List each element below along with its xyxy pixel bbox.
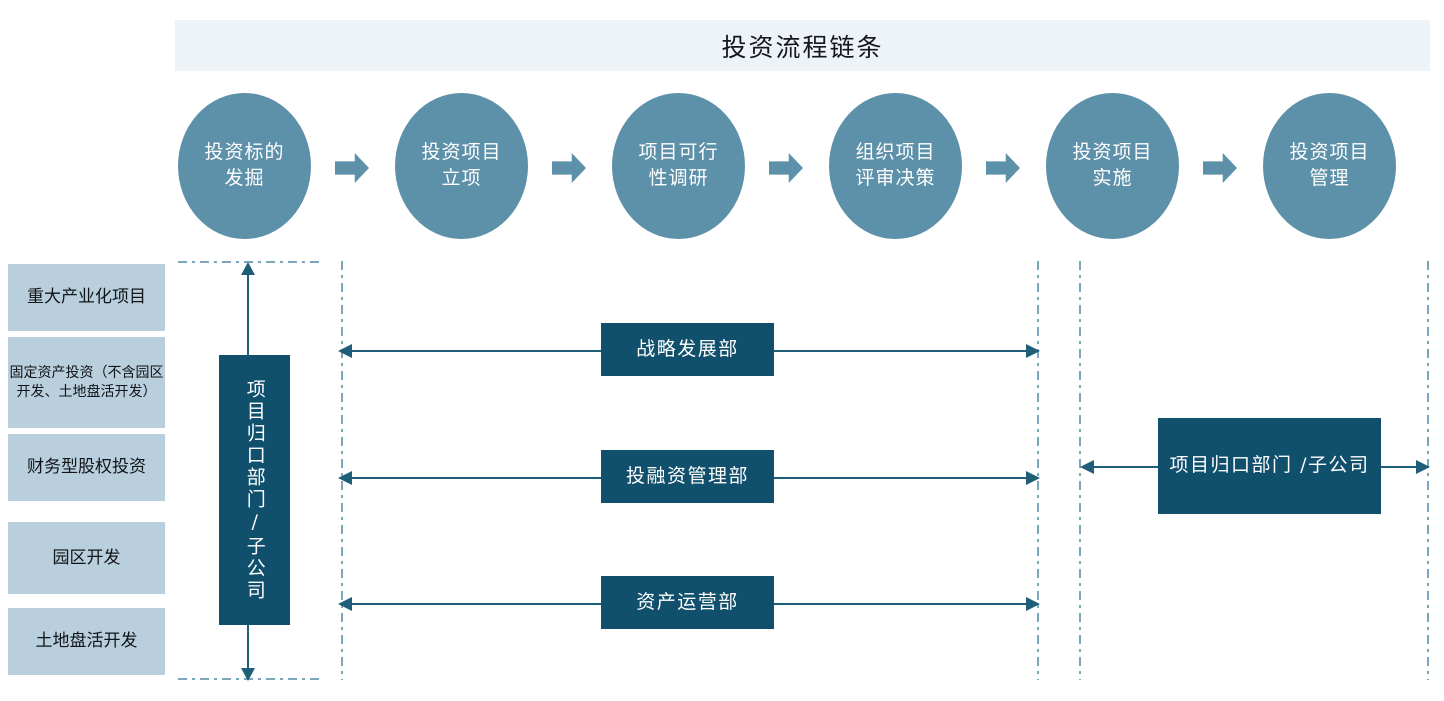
dept-row-2-line-right — [774, 477, 1032, 479]
process-step-2-line2: 立项 — [441, 167, 482, 189]
dept-row-1-arrowhead-right-icon — [1026, 344, 1040, 358]
right-owner-box: 项目归口部门 /子公司 — [1158, 418, 1381, 514]
process-step-6: 投资项目 管理 — [1263, 93, 1396, 239]
dept-row-2-arrowhead-left-icon — [338, 471, 352, 485]
process-step-6-line2: 管理 — [1309, 167, 1350, 189]
process-step-1-line2: 发掘 — [224, 167, 265, 189]
lane-divider-rail-1 — [341, 261, 343, 680]
owner-vertical-box-label-sub: /子公司 — [243, 510, 266, 602]
right-owner-arrowhead-left-icon — [1080, 460, 1094, 474]
right-block-arrow-icon-2 — [552, 153, 586, 183]
process-step-3-line1: 项目可行 — [638, 141, 719, 164]
dept-box-1: 战略发展部 — [601, 323, 774, 376]
owner-vertical-box-label-main: 项目归口部门 — [243, 378, 266, 511]
right-block-arrow-icon-5 — [1203, 153, 1237, 183]
lane-divider-rail-2 — [1037, 261, 1039, 680]
process-step-4-line1: 组织项目 — [855, 141, 936, 164]
process-step-5-line1: 投资项目 — [1072, 141, 1153, 164]
right-owner-arrowhead-right-icon — [1416, 460, 1430, 474]
dept-row-1-arrowhead-left-icon — [338, 344, 352, 358]
owner-down-line — [247, 625, 249, 675]
right-block-arrow-icon-1 — [335, 153, 369, 183]
process-step-5-line2: 实施 — [1092, 167, 1133, 189]
category-box-4: 园区开发 — [8, 522, 165, 594]
owner-up-line — [247, 272, 249, 357]
right-owner-line-out — [1381, 466, 1427, 468]
process-step-3-line2: 性调研 — [648, 167, 709, 189]
dept-row-2-line-left — [348, 477, 603, 479]
process-step-2: 投资项目 立项 — [395, 93, 528, 239]
process-step-4-line2: 评审决策 — [855, 167, 936, 189]
process-step-1: 投资标的 发掘 — [178, 93, 311, 239]
owner-up-arrowhead-icon — [241, 262, 255, 275]
category-box-2: 固定资产投资（不含园区开发、土地盘活开发） — [8, 337, 165, 428]
dept-row-3-line-left — [348, 603, 603, 605]
right-owner-box-line2: /子公司 — [1300, 454, 1370, 477]
page-title: 投资流程链条 — [721, 32, 884, 62]
dept-row-3-arrowhead-right-icon — [1026, 597, 1040, 611]
page-title-band: 投资流程链条 — [175, 20, 1430, 71]
process-step-3: 项目可行 性调研 — [612, 93, 745, 239]
owner-down-arrowhead-icon — [241, 668, 255, 681]
dept-row-3-line-right — [774, 603, 1032, 605]
dept-row-2-arrowhead-right-icon — [1026, 471, 1040, 485]
category-box-3: 财务型股权投资 — [8, 434, 165, 501]
process-step-4: 组织项目 评审决策 — [829, 93, 962, 239]
owner-vertical-box: 项目归口部门 /子公司 — [219, 355, 290, 625]
process-step-1-line1: 投资标的 — [204, 141, 285, 164]
process-step-5: 投资项目 实施 — [1046, 93, 1179, 239]
process-step-2-line1: 投资项目 — [421, 141, 502, 164]
right-owner-box-line1: 项目归口部门 — [1169, 454, 1293, 477]
dept-row-1-line-left — [348, 350, 603, 352]
dept-box-2: 投融资管理部 — [601, 450, 774, 503]
right-block-arrow-icon-3 — [769, 153, 803, 183]
dept-row-3-arrowhead-left-icon — [338, 597, 352, 611]
dept-box-3: 资产运营部 — [601, 576, 774, 629]
dept-row-1-line-right — [774, 350, 1032, 352]
right-block-arrow-icon-4 — [986, 153, 1020, 183]
right-owner-line-in — [1086, 466, 1158, 468]
category-box-1: 重大产业化项目 — [8, 264, 165, 331]
process-step-6-line1: 投资项目 — [1289, 141, 1370, 164]
category-box-5: 土地盘活开发 — [8, 608, 165, 675]
